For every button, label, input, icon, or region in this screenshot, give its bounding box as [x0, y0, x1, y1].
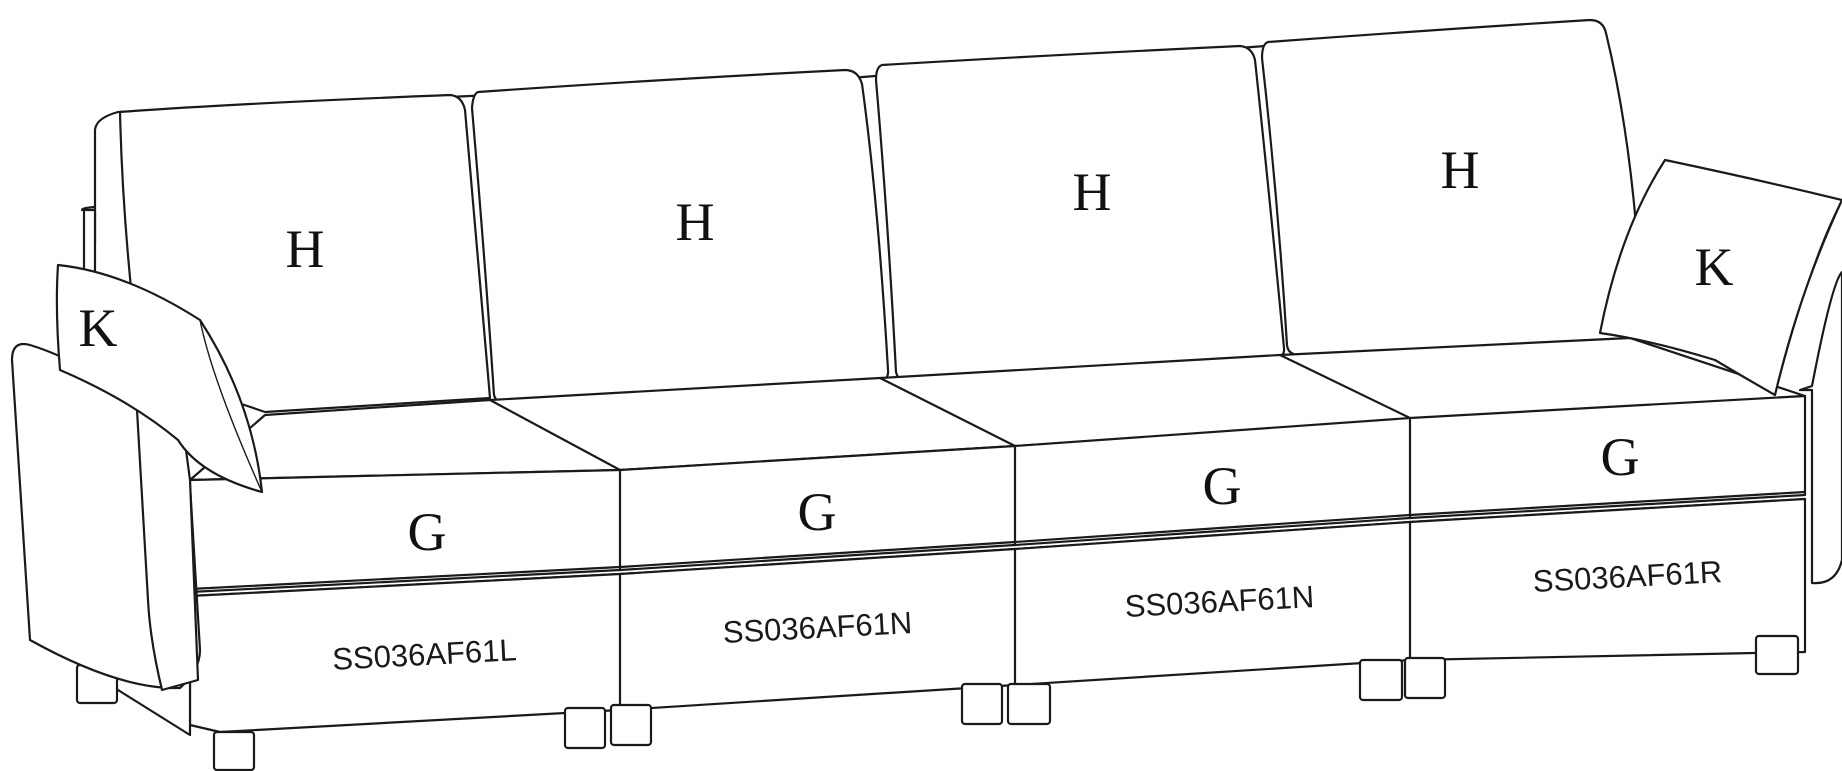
seat-front-upper	[188, 394, 1807, 594]
back-cushion-label-4: H	[1441, 140, 1480, 200]
seat-cushion-label-2: G	[798, 482, 837, 542]
base-front	[188, 497, 1807, 734]
back-cushion-label-1: H	[286, 219, 325, 279]
back-cushion-3	[874, 44, 1286, 384]
pillow-label-left: K	[79, 298, 118, 358]
back-cushion-2	[470, 68, 890, 407]
back-cushion-1	[118, 93, 492, 414]
pillow-label-right: K	[1695, 237, 1734, 297]
seat-cushion-label-1: G	[408, 502, 447, 562]
back-cushion-label-2: H	[676, 192, 715, 252]
seat-cushion-label-4: G	[1601, 427, 1640, 487]
right-arm	[1798, 270, 1842, 585]
left-arm-back	[82, 208, 97, 274]
seat-cushion-label-3: G	[1203, 456, 1242, 516]
left-pillow	[55, 263, 264, 494]
right-pillow	[1598, 158, 1842, 397]
sofa-legs	[75, 634, 1800, 771]
back-cushion-label-3: H	[1073, 162, 1112, 222]
